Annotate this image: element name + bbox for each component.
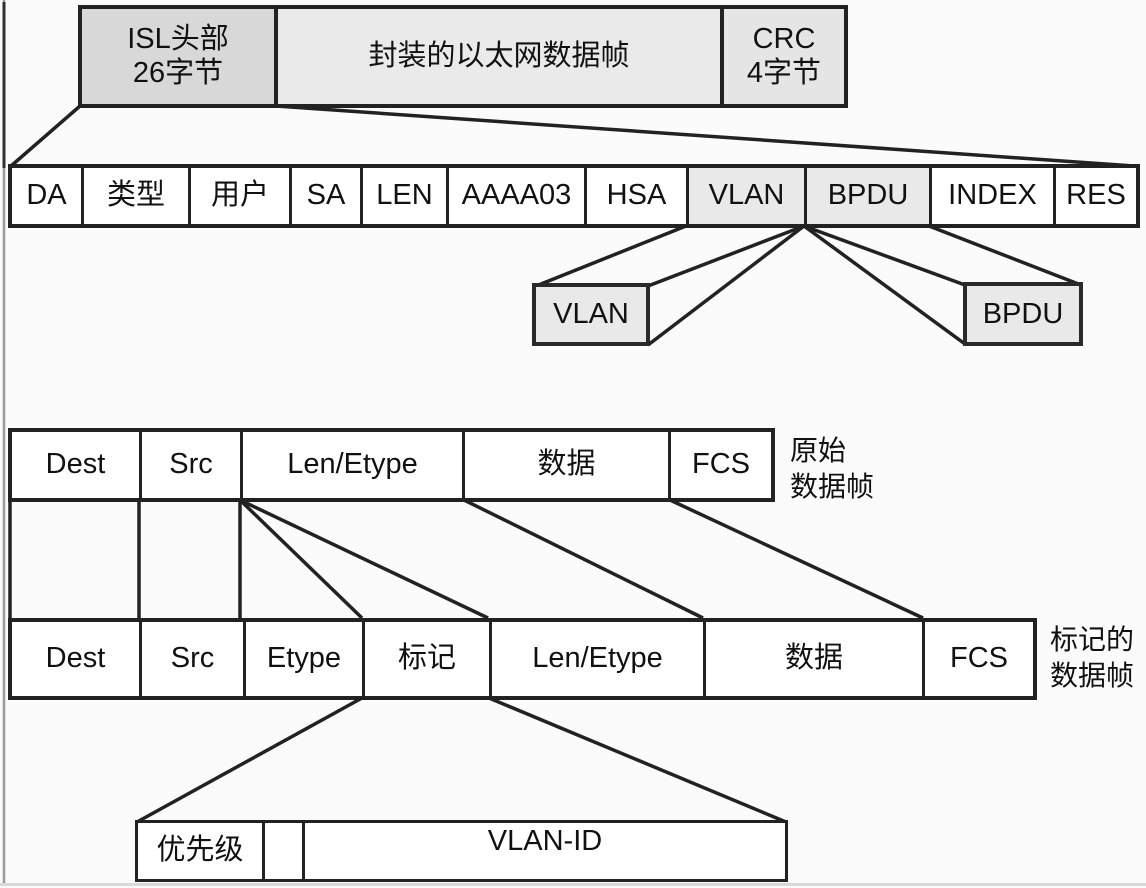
field-label: FCS <box>692 448 750 481</box>
field-cell-user: 用户 <box>188 168 289 224</box>
field-label: 用户 <box>210 179 269 212</box>
vlan-slab-line-1 <box>535 224 687 288</box>
orig-cell-data: 数据 <box>462 432 668 498</box>
fan-top-right-line <box>275 104 1135 168</box>
field-cell-index: INDEX <box>929 168 1053 224</box>
isl-header-line2: 26字节 <box>132 56 224 89</box>
isl-header-line1: ISL头部 <box>127 23 229 56</box>
fan-top-left-line <box>9 104 82 168</box>
orig-cell-lenetype: Len/Etype <box>240 432 462 498</box>
bpdu-slab-line-2 <box>802 224 967 346</box>
field-label: Dest <box>45 448 106 481</box>
tag-cell-lenetype: Len/Etype <box>489 622 703 696</box>
field-label: HSA <box>606 179 667 212</box>
orig-cell-fcs: FCS <box>668 432 771 498</box>
field-cell-hsa: HSA <box>584 168 686 224</box>
crc-line1: CRC <box>752 23 816 56</box>
field-label: Src <box>169 448 213 481</box>
crc-line2: 4字节 <box>746 56 822 89</box>
field-cell-aaaa03: AAAA03 <box>446 168 584 224</box>
field-label: RES <box>1066 179 1126 212</box>
field-label: BPDU <box>827 179 909 212</box>
original-frame-label: 原始 数据帧 <box>790 433 874 506</box>
encapsulated-frame-box: 封装的以太网数据帧 <box>274 9 720 104</box>
priority-label: 优先级 <box>156 834 244 867</box>
tag-cell-data: 数据 <box>703 622 922 696</box>
isl-header-fields-row: DA 类型 用户 SA LEN AAAA03 HSA VLAN BPDU IND… <box>8 164 1140 228</box>
tagged-frame-label-line1: 标记的 <box>1050 624 1135 655</box>
encapsulated-frame-label: 封装的以太网数据帧 <box>368 39 630 72</box>
field-label: INDEX <box>948 179 1037 212</box>
bpdu-callout-box: BPDU <box>963 282 1083 346</box>
field-label: VLAN <box>708 179 785 212</box>
tag-detail-row: 优先级 VLAN-ID <box>135 820 788 882</box>
orig-cell-dest: Dest <box>12 432 139 498</box>
tag-fan-right-line <box>488 696 787 824</box>
original-frame-label-line2: 数据帧 <box>790 471 875 503</box>
field-label: LEN <box>376 179 433 212</box>
bpdu-slab-line-3 <box>928 224 1082 287</box>
cfi-cell <box>262 823 302 879</box>
priority-cell: 优先级 <box>138 823 262 879</box>
bpdu-slab-line-1 <box>803 224 966 287</box>
map-diagonal-fcs <box>669 498 924 620</box>
vlan-callout-label: VLAN <box>553 298 629 330</box>
field-label: AAAA03 <box>461 179 572 212</box>
field-label: Src <box>170 642 215 675</box>
field-label: DA <box>26 179 67 212</box>
field-label: Len/Etype <box>287 448 418 481</box>
field-label: Etype <box>266 642 342 675</box>
tag-cell-tag: 标记 <box>362 622 489 696</box>
tagged-frame-label-line2: 数据帧 <box>1050 660 1135 692</box>
tag-cell-src: Src <box>139 622 243 696</box>
map-diagonal-data <box>463 498 704 620</box>
field-label: 数据 <box>537 448 596 481</box>
tag-cell-fcs: FCS <box>922 622 1033 696</box>
field-label: 类型 <box>106 179 165 212</box>
field-cell-vlan: VLAN <box>686 168 804 224</box>
field-label: Len/Etype <box>532 642 663 675</box>
field-label: Dest <box>45 642 106 675</box>
field-label: 数据 <box>784 642 843 675</box>
tagged-frame-row: Dest Src Etype 标记 Len/Etype 数据 FCS <box>8 618 1037 700</box>
vlan-id-label: VLAN-ID <box>487 825 603 857</box>
vlan-callout-box: VLAN <box>532 283 650 346</box>
original-frame-label-line1: 原始 <box>790 435 847 466</box>
vlan-slab-line-2 <box>647 224 805 288</box>
field-cell-sa: SA <box>289 168 360 224</box>
map-diagonal-etype-tag <box>238 498 364 620</box>
vlan-id-cell: VLAN-ID <box>302 823 785 879</box>
field-cell-da: DA <box>12 168 81 224</box>
original-frame-row: Dest Src Len/Etype 数据 FCS <box>8 428 775 502</box>
tag-cell-etype: Etype <box>243 622 362 696</box>
crc-box: CRC 4字节 <box>720 9 844 104</box>
field-cell-type: 类型 <box>81 168 188 224</box>
tagged-frame-label: 标记的 数据帧 <box>1050 622 1134 695</box>
map-diagonal-tag-lenetype <box>239 498 489 620</box>
field-cell-res: RES <box>1053 168 1136 224</box>
isl-header-box: ISL头部 26字节 <box>82 9 274 104</box>
field-label: FCS <box>950 642 1008 675</box>
isl-encapsulation-row: ISL头部 26字节 封装的以太网数据帧 CRC 4字节 <box>78 5 848 108</box>
field-cell-len: LEN <box>360 168 446 224</box>
orig-cell-src: Src <box>139 432 240 498</box>
bpdu-callout-label: BPDU <box>982 297 1064 330</box>
field-label: SA <box>306 179 346 212</box>
tag-fan-left-line <box>136 696 363 824</box>
tag-cell-dest: Dest <box>12 622 139 696</box>
vlan-slab-line-3 <box>646 224 806 347</box>
field-label: 标记 <box>397 642 456 675</box>
field-cell-bpdu: BPDU <box>804 168 929 224</box>
